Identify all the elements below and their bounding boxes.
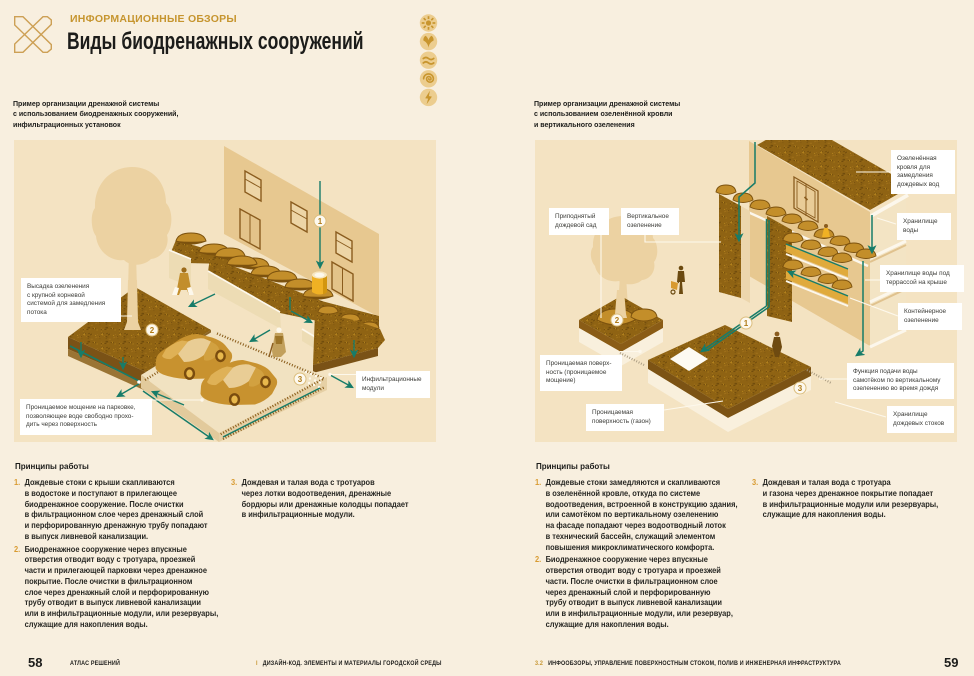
svg-text:3: 3 — [298, 375, 303, 384]
svg-text:2: 2 — [150, 326, 155, 335]
svg-text:1: 1 — [744, 319, 749, 328]
svg-text:2: 2 — [615, 316, 620, 325]
svg-text:1: 1 — [318, 217, 323, 226]
svg-text:3: 3 — [798, 384, 803, 393]
